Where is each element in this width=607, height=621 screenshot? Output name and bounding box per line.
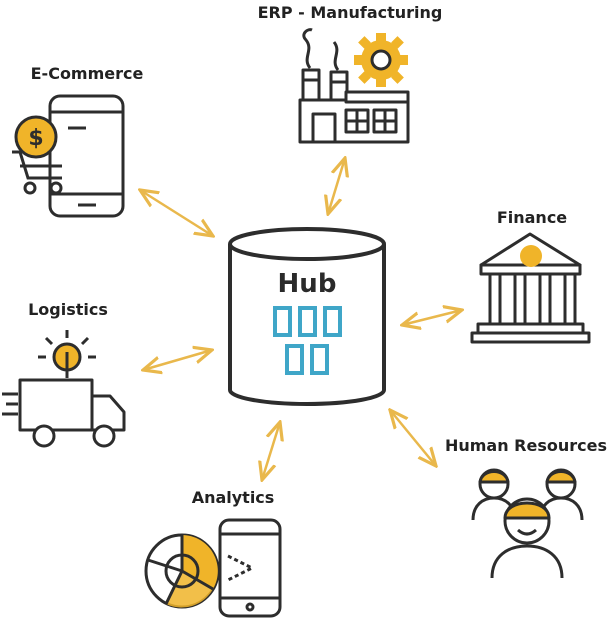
ecommerce-label: E-Commerce	[31, 64, 144, 83]
arrow-analytics	[262, 422, 280, 480]
hub-blocks	[273, 306, 342, 375]
hub-block	[273, 306, 292, 337]
analytics-label: Analytics	[192, 488, 275, 507]
shopping-cart-icon	[12, 150, 63, 195]
arrow-ecommerce	[140, 190, 213, 236]
svg-text:$: $	[28, 126, 43, 151]
hub-block	[310, 344, 329, 375]
hub-block	[285, 344, 304, 375]
hub-label: Hub	[278, 269, 337, 299]
hub-database-icon	[228, 227, 386, 406]
arrow-finance	[402, 310, 462, 325]
lightbulb-icon	[38, 330, 96, 378]
hr-label: Human Resources	[445, 436, 607, 455]
hub-block	[323, 306, 342, 337]
dollar-coin-icon: $	[14, 115, 58, 159]
logistics-label: Logistics	[28, 300, 108, 319]
smartphone-icon	[48, 94, 125, 218]
people-group-icon	[471, 468, 584, 579]
erp-label: ERP - Manufacturing	[258, 3, 443, 22]
arrow-hr	[390, 410, 436, 466]
pie-chart-icon	[144, 533, 220, 609]
tablet-icon	[218, 518, 282, 618]
delivery-truck-icon	[2, 378, 126, 448]
finance-label: Finance	[497, 208, 567, 227]
factory-icon	[298, 28, 410, 144]
connectors	[140, 158, 462, 480]
hub-block	[298, 306, 317, 337]
arrow-logistics	[143, 350, 212, 370]
arrow-erp	[328, 158, 345, 214]
gear-icon	[354, 33, 408, 87]
bank-coin-icon	[520, 245, 542, 267]
